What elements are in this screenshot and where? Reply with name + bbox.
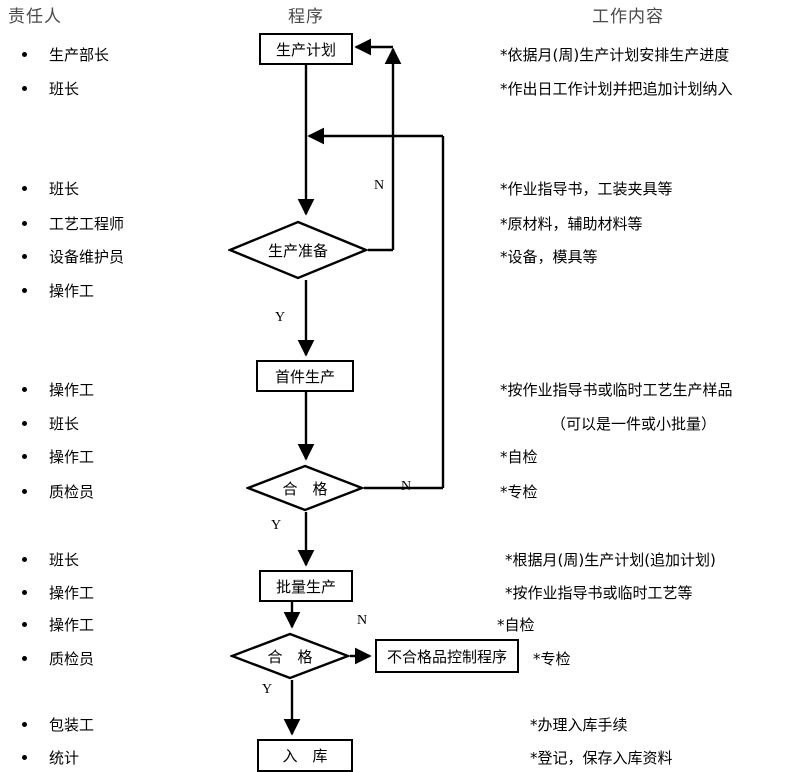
responsible-list-item: 工艺工程师 [22,213,124,234]
responsible-item-label: 包装工 [49,716,95,734]
flow-node-production-plan[interactable]: 生产计划 [259,33,353,65]
responsible-list-item: 操作工 [22,280,94,301]
flow-node-batch-production[interactable]: 批量生产 [259,570,353,602]
responsible-item-label: 质检员 [49,483,95,501]
responsible-list-item: 设备维护员 [22,246,124,267]
responsible-item-label: 操作工 [49,282,95,300]
diamond-shape [230,632,350,680]
flow-node-label: 生产准备 [267,241,328,260]
responsible-list-item: 操作工 [22,614,94,635]
bullet-icon [22,590,27,595]
work-content-item: *根据月(周)生产计划(追加计划) [505,551,716,569]
edge-label-n: N [374,178,385,193]
responsible-item-label: 班长 [49,551,80,569]
column-header-content: 工作内容 [592,7,664,27]
responsible-list-item: 包装工 [22,714,94,735]
bullet-icon [22,186,27,191]
edge-label-y: Y [262,682,273,697]
bullet-icon [22,622,27,627]
responsible-item-label: 班长 [49,180,80,198]
flow-node-label: 合 格 [282,479,328,498]
bullet-icon [22,722,27,727]
edge-label-n: N [401,479,412,494]
responsible-list-item: 质检员 [22,648,94,669]
responsible-item-label: 质检员 [49,650,95,668]
flow-node-production-preparation-decision[interactable]: 生产准备 [228,220,368,280]
flow-node-qualified-decision-first[interactable]: 合 格 [246,464,364,512]
responsible-list-item: 班长 [22,549,79,570]
responsible-item-label: 工艺工程师 [49,215,125,233]
work-content-item: *专检 [500,483,538,501]
flow-node-warehouse-entry[interactable]: 入 库 [257,739,353,772]
responsible-item-label: 操作工 [49,448,95,466]
column-header-procedure: 程序 [288,7,324,27]
responsible-list-item: 统计 [22,747,79,768]
bullet-icon [22,656,27,661]
bullet-icon [22,288,27,293]
flow-node-first-article-production[interactable]: 首件生产 [256,360,354,392]
responsible-list-item: 班长 [22,78,79,99]
responsible-list-item: 班长 [22,413,79,434]
diamond-shape [246,464,364,512]
bullet-icon [22,387,27,392]
responsible-list-item: 操作工 [22,582,94,603]
flow-node-label: 合 格 [267,647,313,666]
work-content-item: （可以是一件或小批量） [551,415,717,433]
work-content-item: *作业指导书，工装夹具等 [500,180,673,198]
flow-node-qualified-decision-second[interactable]: 合 格 [230,632,350,680]
responsible-list-item: 质检员 [22,481,94,502]
work-content-item: *专检 [533,650,571,668]
responsible-item-label: 班长 [49,415,80,433]
flow-node-nonconforming-control-procedure[interactable]: 不合格品控制程序 [375,639,519,673]
responsible-list-item: 操作工 [22,379,94,400]
work-content-item: *自检 [497,616,535,634]
responsible-list-item: 生产部长 [22,44,109,65]
work-content-item: *按作业指导书或临时工艺生产样品 [500,381,733,399]
responsible-item-label: 生产部长 [49,46,110,64]
bullet-icon [22,557,27,562]
work-content-item: *原材料，辅助材料等 [500,215,643,233]
diamond-shape [228,220,368,280]
responsible-list-item: 班长 [22,178,79,199]
responsible-item-label: 统计 [49,749,80,767]
edge-label-y: Y [275,310,286,325]
responsible-item-label: 操作工 [49,616,95,634]
responsible-list-item: 操作工 [22,446,94,467]
work-content-item: *登记，保存入库资料 [530,749,673,767]
bullet-icon [22,221,27,226]
work-content-item: *自检 [500,448,538,466]
bullet-icon [22,489,27,494]
edge-label-n: N [357,613,368,628]
work-content-item: *作出日工作计划并把追加计划纳入 [500,80,733,98]
bullet-icon [22,86,27,91]
bullet-icon [22,421,27,426]
bullet-icon [22,755,27,760]
work-content-item: *依据月(周)生产计划安排生产进度 [500,46,730,64]
work-content-item: *设备，模具等 [500,248,598,266]
responsible-item-label: 班长 [49,80,80,98]
edge-label-y: Y [271,518,282,533]
column-header-responsible: 责任人 [8,7,62,27]
bullet-icon [22,454,27,459]
responsible-item-label: 设备维护员 [49,248,125,266]
responsible-item-label: 操作工 [49,381,95,399]
bullet-icon [22,52,27,57]
work-content-item: *办理入库手续 [530,716,628,734]
responsible-item-label: 操作工 [49,584,95,602]
bullet-icon [22,254,27,259]
work-content-item: *按作业指导书或临时工艺等 [505,584,693,602]
